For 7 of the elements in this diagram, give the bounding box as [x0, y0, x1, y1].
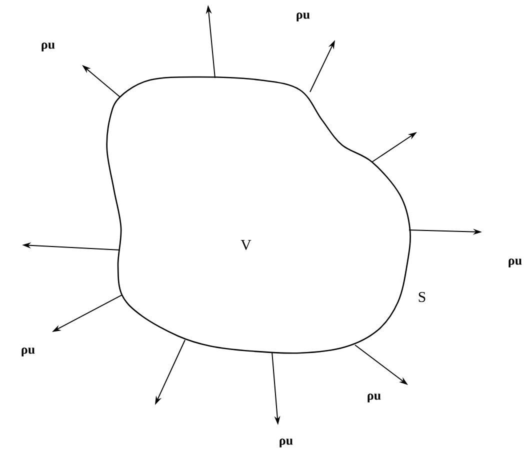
flux-label: ρu	[42, 42, 55, 52]
flux-label: ρu	[22, 348, 35, 356]
surface-label: S	[418, 292, 426, 302]
flux-label: ρu	[296, 12, 310, 22]
flux-label: ρu	[280, 438, 293, 448]
flux-label: ρu	[368, 394, 381, 402]
flux-label: ρu	[508, 258, 522, 268]
